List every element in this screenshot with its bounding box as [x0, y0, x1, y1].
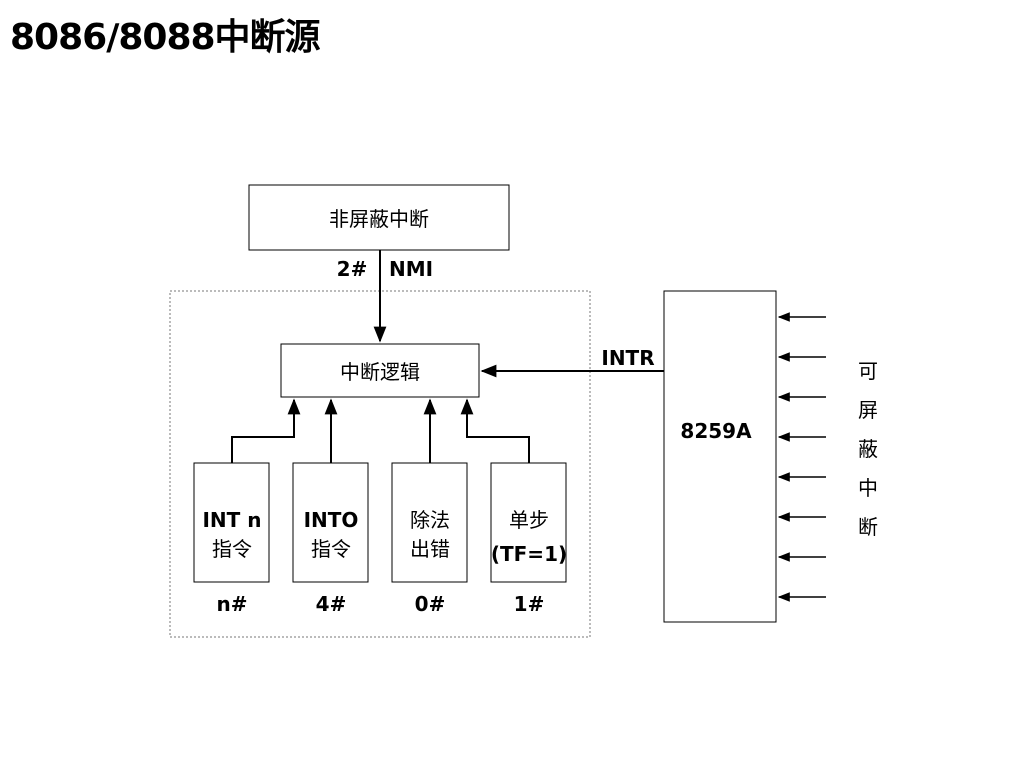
source-line1: 单步 — [509, 508, 549, 532]
intr-label: INTR — [601, 346, 654, 370]
logic-box-label: 中断逻辑 — [340, 360, 420, 384]
source-line2: 出错 — [410, 537, 450, 561]
source-line1: INTO — [304, 508, 359, 532]
source-single-step: 单步 (TF=1) 1# — [490, 462, 567, 616]
nmi-signal-label: NMI — [389, 257, 433, 281]
logic-box: 中断逻辑 — [280, 343, 480, 398]
pic-8259a-label: 8259A — [680, 419, 752, 443]
pic-8259a-box: 8259A — [663, 290, 777, 623]
source-arrow-int-n — [231, 398, 301, 463]
source-number: 1# — [514, 592, 545, 616]
source-number: 0# — [415, 592, 446, 616]
external-request-arrows — [777, 312, 826, 602]
maskable-char: 断 — [858, 515, 878, 539]
maskable-char: 可 — [858, 359, 878, 383]
source-divide-error: 除法 出错 0# — [391, 462, 468, 616]
maskable-char: 屏 — [858, 398, 878, 422]
source-number: 4# — [316, 592, 347, 616]
page-title: 8086/8088中断源 — [10, 17, 321, 58]
source-line1: INT n — [202, 508, 261, 532]
source-int-n: INT n 指令 n# — [193, 462, 270, 616]
maskable-char: 中 — [858, 476, 878, 500]
maskable-char: 蔽 — [858, 437, 878, 461]
source-into: INTO 指令 4# — [292, 462, 369, 616]
source-line1: 除法 — [410, 508, 450, 532]
nmi-number-label: 2# — [337, 257, 368, 281]
nmi-box: 非屏蔽中断 — [248, 184, 510, 251]
source-arrow-single-step — [460, 398, 530, 463]
maskable-interrupt-label: 可 屏 蔽 中 断 — [858, 359, 878, 539]
nmi-box-label: 非屏蔽中断 — [329, 207, 429, 231]
source-line2: 指令 — [212, 537, 252, 561]
source-line2: 指令 — [311, 537, 351, 561]
source-line2: (TF=1) — [491, 542, 567, 566]
source-number: n# — [217, 592, 248, 616]
